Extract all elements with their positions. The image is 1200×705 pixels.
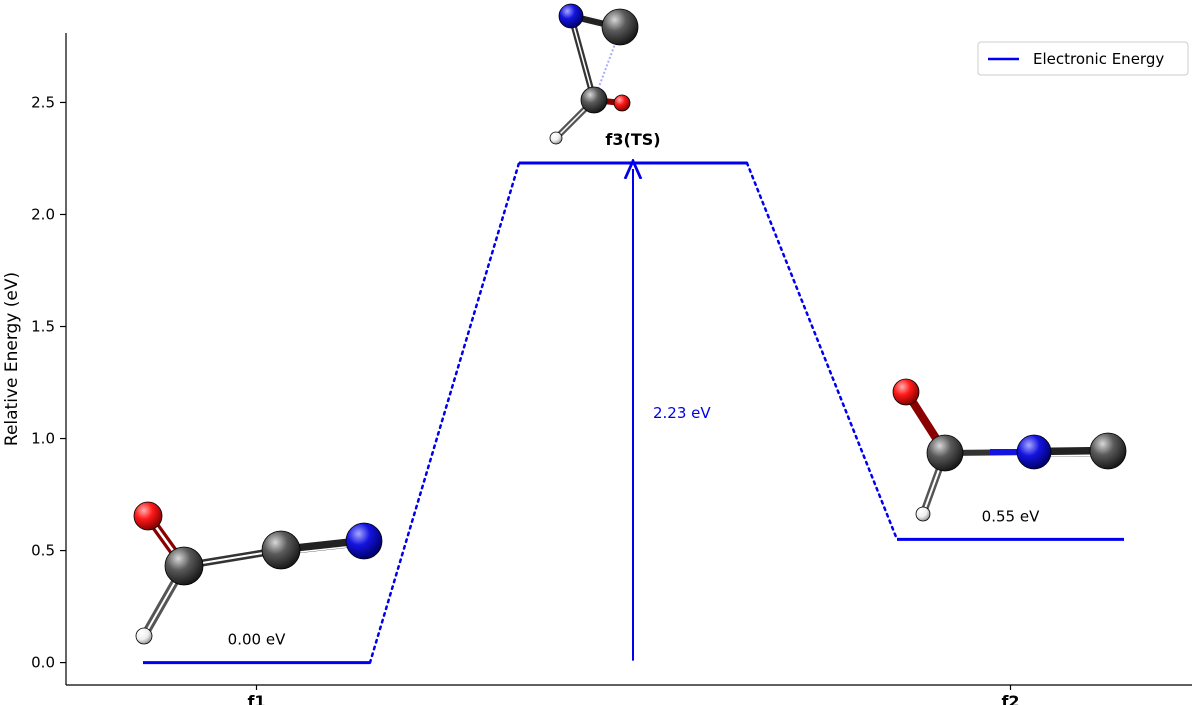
y-tick-label: 0.5 (31, 542, 55, 560)
y-tick-label: 2.0 (31, 205, 55, 223)
state-label-f3: f3(TS) (605, 130, 660, 149)
atom-carbon (164, 546, 204, 586)
legend-frame (977, 41, 1189, 76)
y-tick-label: 2.5 (31, 93, 55, 111)
atom-carbon (1089, 432, 1127, 470)
y-axis-title: Relative Energy (eV) (2, 272, 22, 446)
atom-carbon (601, 8, 639, 46)
barrier-label: 2.23 eV (653, 404, 711, 422)
connector-f3-f2 (745, 161, 899, 541)
atom-nitrogen (558, 3, 584, 29)
legend-label: Electronic Energy (1033, 50, 1164, 68)
connector-f1-f3 (368, 161, 521, 664)
legend: Electronic Energy (977, 41, 1189, 76)
x-tick-label-f2: f2 (1001, 692, 1019, 705)
energy-label-f2: 0.55 eV (982, 507, 1040, 525)
y-tick-label: 1.0 (31, 430, 55, 448)
y-axis-ticks: 0.0 0.5 1.0 1.5 2.0 2.5 (31, 93, 66, 672)
energy-label-f1: 0.00 eV (228, 631, 286, 649)
atom-carbon (580, 86, 608, 114)
atom-carbon (261, 530, 301, 570)
molecule-f1 (133, 501, 383, 645)
atom-oxygen (892, 378, 920, 406)
atom-oxygen (133, 501, 163, 531)
atom-carbon (926, 434, 964, 472)
atom-hydrogen (915, 506, 931, 522)
level-connectors (368, 161, 899, 664)
molecule-f2 (892, 378, 1127, 522)
atom-hydrogen (135, 627, 153, 645)
atom-oxygen (613, 94, 631, 112)
x-axis-ticks: f1 f2 (247, 685, 1020, 705)
atom-nitrogen (1016, 434, 1052, 470)
x-tick-label-f1: f1 (247, 692, 265, 705)
atom-hydrogen (549, 131, 563, 145)
atom-nitrogen (345, 522, 383, 560)
y-tick-label: 1.5 (31, 318, 55, 336)
molecule-f3 (549, 3, 639, 145)
y-tick-label: 0.0 (31, 654, 55, 672)
